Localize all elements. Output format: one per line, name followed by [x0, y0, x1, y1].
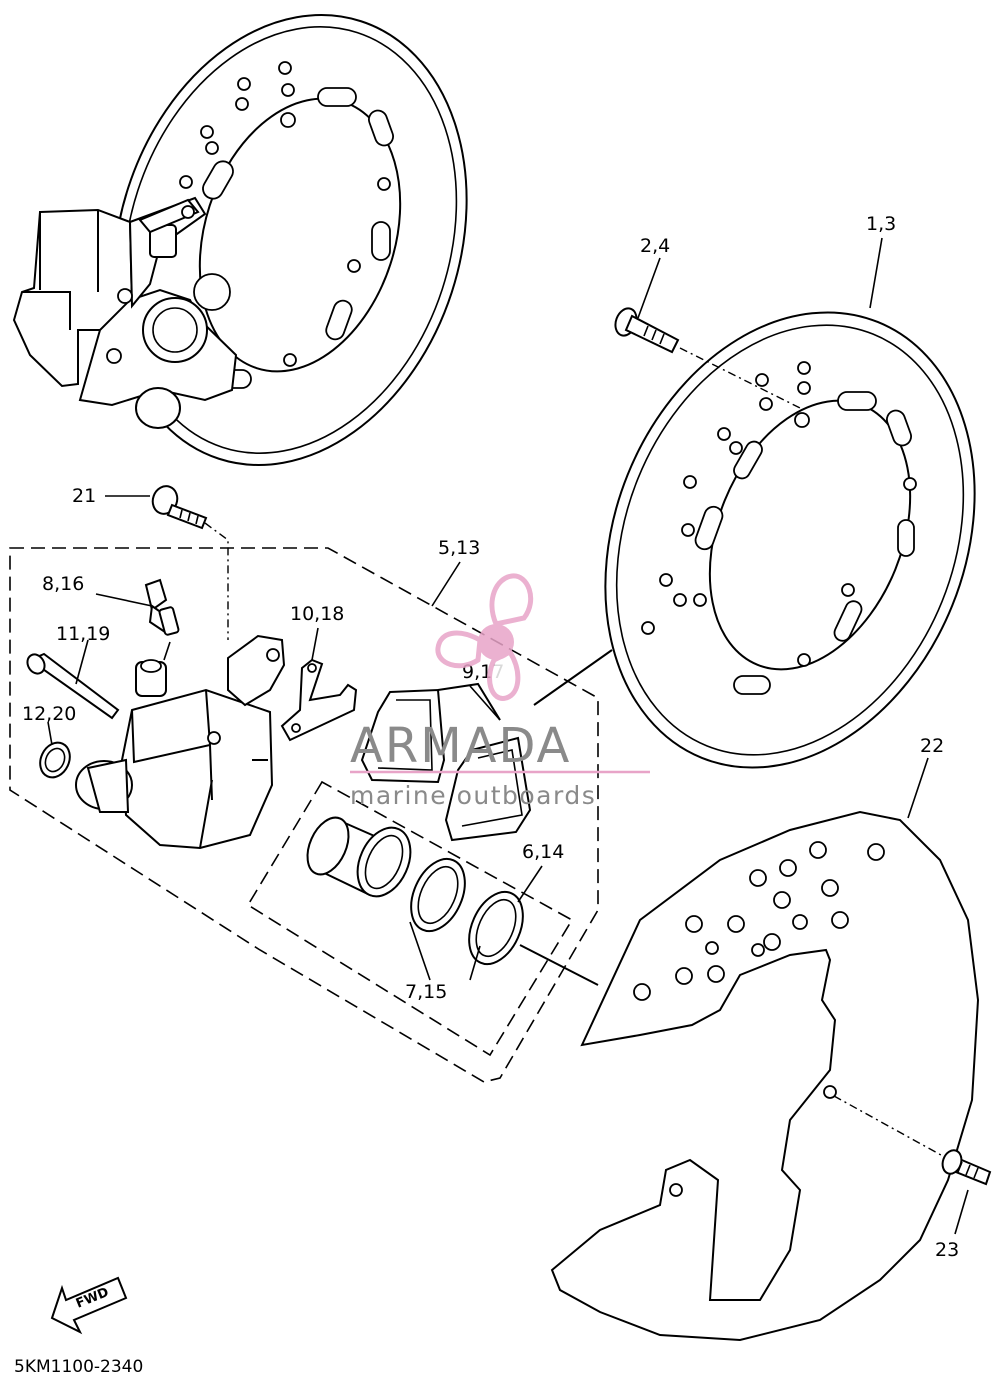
caliper-assembly-boundary: [9, 547, 599, 1083]
seal-part-12: [39, 741, 71, 779]
pad-spring-part-10: [280, 658, 358, 742]
bolt-part-21: [151, 485, 208, 530]
assembled-caliper: [12, 196, 238, 429]
callout-6-14: 6,14: [522, 841, 564, 863]
brake-disc-part-1: [604, 311, 976, 769]
callout-labels: 1,3 2,4 5,13 6,14 7,15 8,16 9,17 10,18 1…: [22, 213, 959, 1261]
callout-10-18: 10,18: [290, 603, 344, 625]
callout-2-4: 2,4: [640, 235, 670, 257]
piston-and-seals: [306, 816, 524, 966]
guard-bolt-part-23: [941, 1149, 992, 1186]
callout-5-13: 5,13: [438, 537, 480, 559]
caliper-body: [75, 634, 286, 850]
watermark-tagline: marine outboards: [350, 781, 596, 810]
callout-7-15: 7,15: [405, 981, 447, 1003]
armada-watermark: ARMADA marine outboards: [350, 573, 650, 810]
callout-22: 22: [920, 735, 944, 757]
watermark-brand: ARMADA: [350, 718, 571, 774]
callout-1-3: 1,3: [866, 213, 896, 235]
disc-bolt-part-2: [614, 307, 680, 354]
brake-pads-part-9: [360, 682, 532, 842]
propeller-logo-icon: [435, 573, 534, 701]
callout-11-19: 11,19: [56, 623, 110, 645]
callout-21: 21: [72, 485, 96, 507]
drawing-code: 5KM1100-2340: [14, 1357, 143, 1377]
callout-8-16: 8,16: [42, 573, 84, 595]
leader-lines: [47, 237, 969, 1235]
bleed-screw-part-8: [144, 578, 180, 636]
fwd-arrow-icon: FWD: [50, 1276, 128, 1335]
disc-guard-part-22: [550, 810, 980, 1342]
callout-12-20: 12,20: [22, 703, 76, 725]
callout-23: 23: [935, 1239, 959, 1261]
pin-part-11: [26, 652, 120, 720]
